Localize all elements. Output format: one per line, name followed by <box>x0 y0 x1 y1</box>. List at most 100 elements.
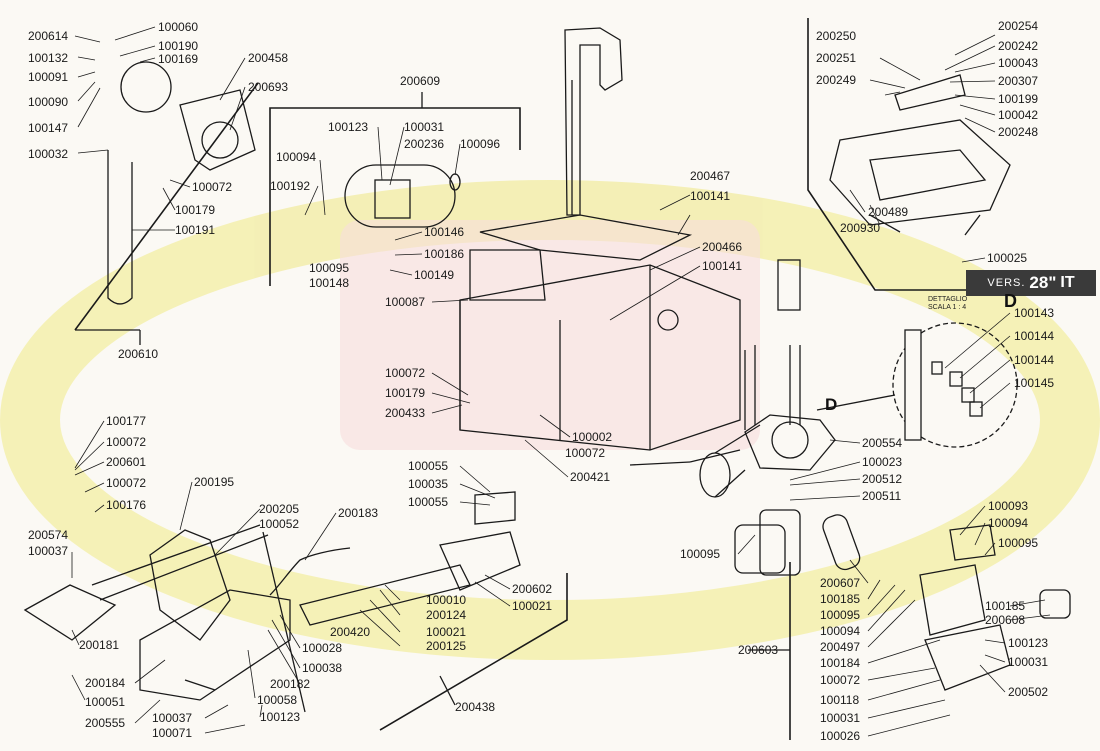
part-label: 100055 <box>408 459 449 473</box>
part-label: 100141 <box>702 259 743 273</box>
part-label: 100031 <box>404 120 445 134</box>
part-label: 100149 <box>414 268 455 282</box>
part-label: 200182 <box>270 677 311 691</box>
part-label: 200242 <box>998 39 1039 53</box>
part-label: 100051 <box>85 695 126 709</box>
part-label: 200607 <box>820 576 861 590</box>
part-label: 100028 <box>302 641 343 655</box>
part-label: 200183 <box>338 506 379 520</box>
part-label: 100146 <box>424 225 465 239</box>
part-label: 100143 <box>1014 306 1055 320</box>
part-label: 200574 <box>28 528 69 542</box>
part-label: 100010 <box>426 593 467 607</box>
part-label: 200125 <box>426 639 467 653</box>
detail-title: DETTAGLIO <box>928 296 968 303</box>
part-label: 200249 <box>816 73 857 87</box>
part-label: 100185 <box>820 592 861 606</box>
detail-letter: D <box>1004 291 1017 311</box>
part-label: 100042 <box>998 108 1039 122</box>
part-label: 100037 <box>28 544 69 558</box>
part-label: 200502 <box>1008 685 1049 699</box>
part-label: 200555 <box>85 716 126 730</box>
part-label: 100090 <box>28 95 69 109</box>
part-label: 200601 <box>106 455 147 469</box>
part-label: 200693 <box>248 80 289 94</box>
part-label: 100071 <box>152 726 193 740</box>
part-label: 100185 <box>985 599 1026 613</box>
version-prefix: VERS. <box>987 277 1026 289</box>
part-label: 100186 <box>424 247 465 261</box>
part-label: 100060 <box>158 20 199 34</box>
part-label: 100093 <box>988 499 1029 513</box>
version-lang: IT <box>1060 274 1075 291</box>
part-label: 100072 <box>565 446 606 460</box>
part-label: 100021 <box>426 625 467 639</box>
part-label: 100002 <box>572 430 613 444</box>
part-label: 200195 <box>194 475 235 489</box>
detail-scale: SCALA 1 : 4 <box>928 303 967 311</box>
part-label: 100031 <box>820 711 861 725</box>
part-label: 100184 <box>820 656 861 670</box>
part-label: 100094 <box>988 516 1029 530</box>
part-label: 100118 <box>820 693 860 707</box>
part-label: 100026 <box>820 729 861 743</box>
detail-callout-letter: D <box>825 395 838 414</box>
part-label: 100058 <box>257 693 298 707</box>
part-label: 100179 <box>175 203 216 217</box>
part-label: 100144 <box>1014 329 1055 343</box>
part-label: 200458 <box>248 51 289 65</box>
part-label: 100190 <box>158 39 199 53</box>
version-badge: VERS. 28" IT <box>966 270 1096 296</box>
part-label: 200420 <box>330 625 371 639</box>
part-label: 200608 <box>985 613 1026 627</box>
part-label: 200421 <box>570 470 611 484</box>
part-label: 100132 <box>28 51 69 65</box>
part-label: 100169 <box>158 52 199 66</box>
part-label: 100176 <box>106 498 147 512</box>
part-label: 200610 <box>118 347 159 361</box>
part-label: 100144 <box>1014 353 1055 367</box>
part-label: 100032 <box>28 147 69 161</box>
part-label: 200466 <box>702 240 743 254</box>
part-label: 100192 <box>270 179 311 193</box>
part-label: 100141 <box>690 189 731 203</box>
part-label: 100052 <box>259 517 300 531</box>
part-label: 100199 <box>998 92 1039 106</box>
part-label: 200124 <box>426 608 467 622</box>
part-label: 100095 <box>820 608 861 622</box>
part-label: 200433 <box>385 406 426 420</box>
version-size: 28" <box>1029 273 1057 292</box>
part-label: 200250 <box>816 29 857 43</box>
part-label: 200554 <box>862 436 903 450</box>
part-label: 100031 <box>1008 655 1049 669</box>
part-label: 100072 <box>192 180 233 194</box>
part-label: 100091 <box>28 70 69 84</box>
part-label: 100023 <box>862 455 903 469</box>
part-label: 200254 <box>998 19 1039 33</box>
part-label: 100096 <box>460 137 501 151</box>
part-label: 200497 <box>820 640 861 654</box>
part-label: 100123 <box>328 120 369 134</box>
detail-caption: DETTAGLIO SCALA 1 : 4 <box>928 296 967 311</box>
part-label: 200614 <box>28 29 69 43</box>
part-label: 200467 <box>690 169 731 183</box>
part-label: 100095 <box>680 547 721 561</box>
part-label: 100035 <box>408 477 449 491</box>
part-label: 200236 <box>404 137 445 151</box>
part-label: 100072 <box>106 435 147 449</box>
part-label: 100177 <box>106 414 147 428</box>
part-label: 200248 <box>998 125 1039 139</box>
part-label: 200205 <box>259 502 300 516</box>
part-label: 100094 <box>820 624 861 638</box>
part-label: 100037 <box>152 711 193 725</box>
part-label: 100021 <box>512 599 553 613</box>
part-label: 100038 <box>302 661 343 675</box>
part-label: 100095 <box>309 261 350 275</box>
part-label: 100043 <box>998 56 1039 70</box>
part-label: 100072 <box>820 673 861 687</box>
part-label: 100072 <box>385 366 426 380</box>
part-label: 100087 <box>385 295 426 309</box>
part-label: 200184 <box>85 676 126 690</box>
part-label: 100095 <box>998 536 1039 550</box>
part-label: 100179 <box>385 386 426 400</box>
